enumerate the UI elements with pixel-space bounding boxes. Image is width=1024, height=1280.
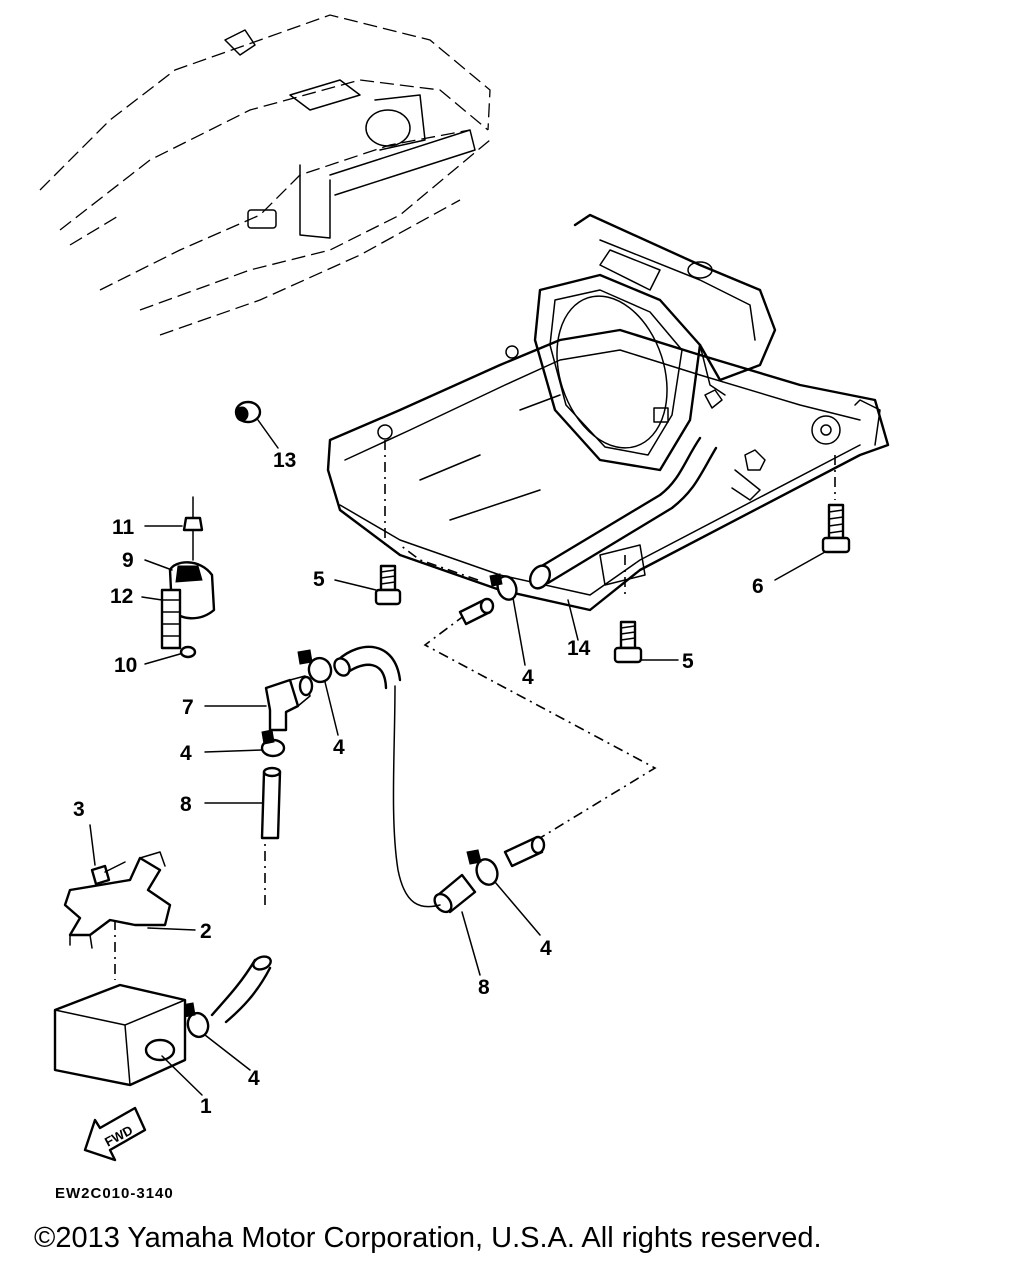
copyright-notice: ©2013 Yamaha Motor Corporation, U.S.A. A…	[34, 1222, 822, 1254]
box-1	[53, 983, 187, 1087]
lower-hose	[210, 955, 272, 1024]
callout-3: 3	[73, 798, 85, 821]
callout-8-left: 8	[180, 793, 192, 816]
bracket-2	[63, 851, 172, 949]
callout-numbers: 13 11 9 12 10 5 4 14 5 6 7 4 4 8 3 2 4 8…	[73, 449, 764, 1118]
grommet-13	[234, 400, 262, 424]
hose-8-left	[260, 766, 282, 840]
leader-lines	[89, 419, 826, 1096]
callout-6: 6	[752, 575, 764, 598]
callout-5-right: 5	[682, 650, 694, 673]
clamp-4-mid	[297, 649, 333, 684]
callout-2: 2	[200, 920, 212, 943]
callout-12: 12	[110, 585, 133, 608]
pipe-fitting-top	[458, 597, 495, 626]
elbow-fitting-7	[264, 675, 314, 732]
callout-9: 9	[122, 549, 134, 572]
callout-4-mid: 4	[333, 736, 345, 759]
bolt-6	[821, 503, 851, 554]
callout-7: 7	[182, 696, 194, 719]
callout-8-right: 8	[478, 976, 490, 999]
clamp-4-bottom	[181, 1002, 210, 1039]
hull-outline	[39, 14, 491, 336]
callout-4-bottom: 4	[248, 1067, 260, 1090]
callout-4-left: 4	[180, 742, 192, 765]
callout-11: 11	[112, 516, 135, 539]
parts-diagram: FWD 13 11 9 12 10 5 4 14 5 6 7 4	[39, 14, 890, 1202]
bolt-5-right	[613, 620, 643, 664]
callout-10: 10	[114, 654, 137, 677]
callout-1: 1	[200, 1095, 212, 1118]
callout-5-left: 5	[313, 568, 325, 591]
main-hose	[333, 645, 441, 908]
pipe-fitting-right	[503, 835, 546, 868]
callout-4-top: 4	[522, 666, 534, 689]
callout-13: 13	[273, 449, 296, 472]
clamp-4-top	[489, 573, 518, 601]
hose-14	[528, 436, 718, 590]
bolt-5-left	[374, 564, 402, 606]
callout-14: 14	[567, 637, 591, 660]
center-lines	[114, 440, 836, 980]
bracket-assembly-9-12	[160, 496, 216, 659]
clamp-4-right	[466, 849, 499, 886]
callout-4-right: 4	[540, 937, 552, 960]
hose-8-right	[433, 873, 477, 914]
clamp-4-left	[260, 729, 286, 758]
diagram-code: EW2C010-3140	[55, 1185, 174, 1202]
screw-3	[90, 861, 126, 886]
intake-duct-assembly	[326, 213, 890, 612]
fwd-arrow-icon: FWD	[83, 1106, 147, 1162]
